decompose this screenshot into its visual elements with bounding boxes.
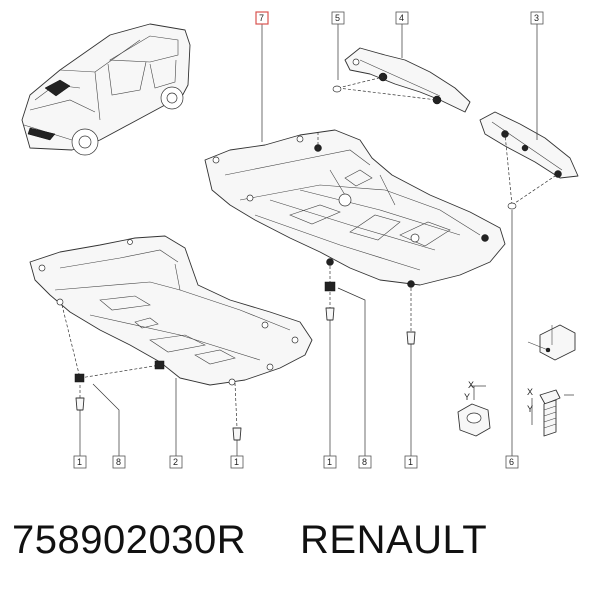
svg-text:1: 1 [408, 457, 413, 467]
svg-text:6: 6 [509, 457, 514, 467]
part-number: 758902030R [12, 518, 247, 562]
svg-text:1: 1 [77, 457, 82, 467]
callout-8-b: 8 [358, 455, 372, 469]
exploded-parts-diagram: X Y X Y 7 5 4 3 1 8 [21, 11, 579, 469]
svg-text:7: 7 [259, 13, 264, 23]
svg-text:3: 3 [534, 13, 539, 23]
bolt-x-mark: X [527, 387, 533, 397]
callout-8-a: 8 [112, 455, 126, 469]
underbody-shield-part-2 [29, 235, 313, 386]
callout-3: 3 [530, 11, 544, 25]
bolt-detail [531, 389, 574, 437]
bracket-part-3 [479, 111, 579, 210]
svg-text:2: 2 [173, 457, 178, 467]
nut-y-mark: Y [464, 392, 470, 402]
callout-2: 2 [169, 455, 183, 469]
callout-1-d: 1 [404, 455, 418, 469]
bolt-y-mark: Y [527, 404, 533, 414]
svg-text:1: 1 [234, 457, 239, 467]
clip-detail [527, 324, 576, 361]
car-illustration [21, 23, 191, 156]
svg-text:8: 8 [116, 457, 121, 467]
svg-text:1: 1 [327, 457, 332, 467]
brand-name: RENAULT [300, 518, 488, 562]
leader-lines [79, 24, 538, 456]
callout-5: 5 [331, 11, 345, 25]
bracket-part-4 [332, 47, 471, 113]
fasteners [61, 130, 416, 441]
callout-4: 4 [395, 11, 409, 25]
callout-1-c: 1 [323, 455, 337, 469]
svg-text:8: 8 [362, 457, 367, 467]
svg-text:5: 5 [335, 13, 340, 23]
nut-x-mark: X [468, 380, 474, 390]
underbody-shield-part-7 [204, 129, 506, 288]
callout-1-a: 1 [73, 455, 87, 469]
svg-text:4: 4 [399, 13, 404, 23]
caption: 758902030R RENAULT [0, 510, 600, 580]
callout-1-b: 1 [230, 455, 244, 469]
callout-7: 7 [255, 11, 269, 25]
nut-detail [457, 385, 491, 437]
callout-6: 6 [505, 455, 519, 469]
